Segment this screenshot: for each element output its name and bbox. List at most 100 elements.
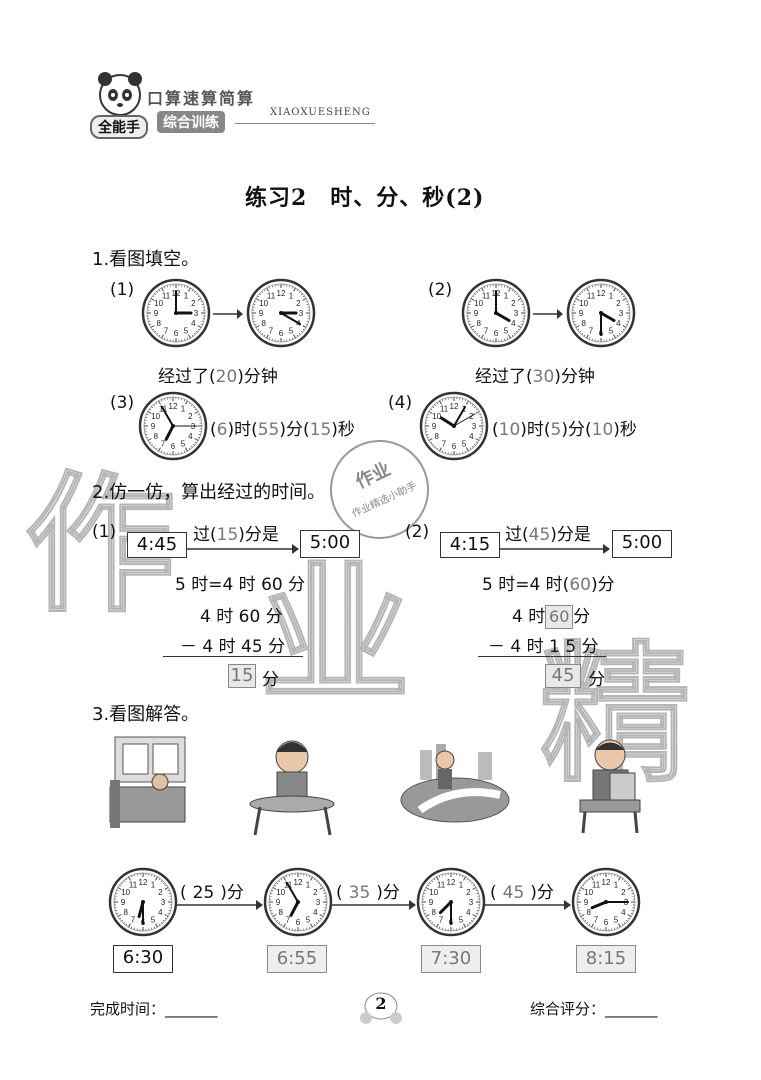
clock-tick [466,400,469,405]
clock-tick [427,917,430,920]
clock-tick [433,878,436,881]
clock-numeral: 4 [621,908,626,917]
clock-tick [424,912,427,915]
clock-numeral: 9 [121,898,126,907]
clock-tick [441,927,443,930]
clock-tick [520,323,523,326]
clock-tick [616,334,619,337]
clock-tick [586,921,589,924]
paren-open: ( [490,883,497,903]
clock-numeral: 12 [277,289,286,298]
clock-tick [194,438,199,441]
clock-tick [611,337,614,340]
clock-tick [468,303,471,305]
clock-tick [146,413,149,416]
clock-tick [261,291,264,294]
clock-tick [476,332,479,335]
clock-center [141,900,145,904]
clock-tick [609,285,611,288]
clock-tick [578,892,581,894]
q1-p1-label: (1) [110,280,135,300]
q1-p2-suffix: )分钟 [554,367,595,387]
clock-tick [145,416,148,418]
q2-right-line3: － 4 时 1 5 分 [488,637,599,657]
clock-tick [508,287,511,292]
clock-tick [463,876,466,881]
clock-tick [583,334,586,337]
clock-tick [616,926,619,929]
clock-numeral: 9 [151,422,156,431]
clock-numeral: 6 [279,329,284,338]
arrow-icon [485,896,571,915]
clock-tick [181,398,183,401]
q1-p4-answer-line: (10)时(5)分(10)秒 [492,415,637,440]
clock-tick [631,892,634,894]
clock-tick [302,298,307,301]
q1-p4-minute: 5 [550,420,562,440]
clock-tick [425,887,430,890]
unit-hour: )时( [227,420,258,440]
clock-tick [254,300,257,303]
clock-tick [313,923,316,926]
clock-tick [463,923,466,928]
clock-tick [156,291,159,294]
unit-minute: )分( [279,420,310,440]
clock-tick [626,303,629,305]
q2-right-line1-answer: 60 [569,575,591,595]
clock-tick [577,295,580,298]
clock-tick [193,291,196,294]
q1-p2-answer: 30 [532,367,555,387]
clock-tick [432,406,435,409]
clock-tick [429,882,432,885]
clock-tick [302,295,305,298]
walking-to-school-illustration [400,740,510,829]
clock-tick [166,285,168,288]
clock-tick [163,451,165,454]
header-rule [235,123,375,124]
unit-minute: )分( [561,420,592,440]
clock-tick [476,892,479,894]
clock-tick [288,874,290,877]
clock-tick [167,889,170,892]
clock-tick [475,912,478,915]
clock-tick [119,917,122,920]
clock-numeral: 11 [587,292,596,301]
reading-illustration [575,735,660,839]
clock-numeral: 9 [429,898,434,907]
clock-tick [515,330,518,333]
clock-tick [573,303,576,305]
clock-tick [147,411,152,414]
clock-numeral: 12 [602,878,611,887]
clock-tick [521,303,524,305]
clock-tick [191,289,194,292]
clock-tick [155,402,158,405]
q1-p4-second: 10 [591,420,614,440]
clock-tick [436,876,439,881]
clock-tick [319,887,324,890]
clock-numeral: 10 [154,299,163,308]
q2-right-line2-answer: 60 [545,605,574,629]
clock-tick [280,878,283,881]
clock-tick [579,889,582,892]
clock-tick [306,321,309,323]
clock-tick [163,286,166,289]
clock-numeral: 9 [474,309,479,318]
q2-left-result-unit: 分 [262,670,279,690]
clock-tick [580,914,585,917]
clock-tick [578,910,581,912]
clock-numeral: 6 [296,918,301,927]
clock-numeral: 8 [434,432,439,441]
clock-tick [276,882,279,885]
clock-tick [271,889,274,892]
clock-tick [317,919,320,922]
clock-numeral: 5 [306,915,311,924]
clock-tick [133,874,135,877]
clock-numeral: 11 [592,881,601,890]
clock-tick [197,436,200,439]
clock-tick [581,332,584,335]
